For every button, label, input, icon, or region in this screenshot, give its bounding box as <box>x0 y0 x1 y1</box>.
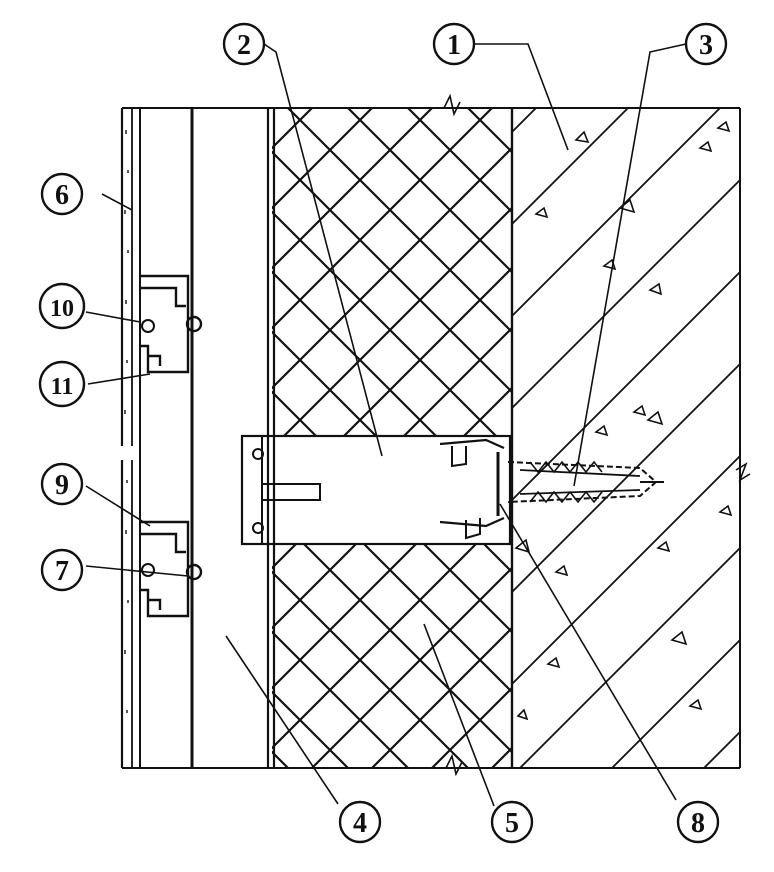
callout-3: 3 <box>684 22 728 66</box>
callout-8: 8 <box>676 800 720 844</box>
upper-profile-clip <box>140 274 203 374</box>
callout-9: 9 <box>40 462 84 506</box>
callout-10: 10 <box>38 282 86 330</box>
callout-9-label: 9 <box>55 470 69 501</box>
callout-2: 2 <box>222 22 266 66</box>
callout-4-label: 4 <box>353 808 367 839</box>
callout-3-label: 3 <box>699 30 713 61</box>
callout-8-label: 8 <box>691 808 705 839</box>
callout-7-label: 7 <box>55 556 69 587</box>
anchor-bolt <box>507 460 664 504</box>
callout-11-label: 11 <box>51 374 74 400</box>
callout-6-label: 6 <box>55 180 69 211</box>
callout-4: 4 <box>338 800 382 844</box>
callout-7: 7 <box>40 548 84 592</box>
anchor-bracket <box>240 434 512 546</box>
aggregate-marks <box>514 120 733 721</box>
air-cavity <box>190 108 276 768</box>
lower-profile-clip <box>140 520 203 618</box>
callout-5: 5 <box>490 800 534 844</box>
callout-1: 1 <box>432 22 476 66</box>
leader-lines <box>85 43 687 807</box>
callout-10-label: 10 <box>50 296 74 322</box>
concrete-wall <box>443 93 751 777</box>
callout-2-label: 2 <box>237 30 251 61</box>
callout-11: 11 <box>38 360 86 408</box>
callout-1-label: 1 <box>447 30 461 61</box>
callout-6: 6 <box>40 172 84 216</box>
callout-5-label: 5 <box>505 808 519 839</box>
cladding-panel <box>120 108 141 768</box>
